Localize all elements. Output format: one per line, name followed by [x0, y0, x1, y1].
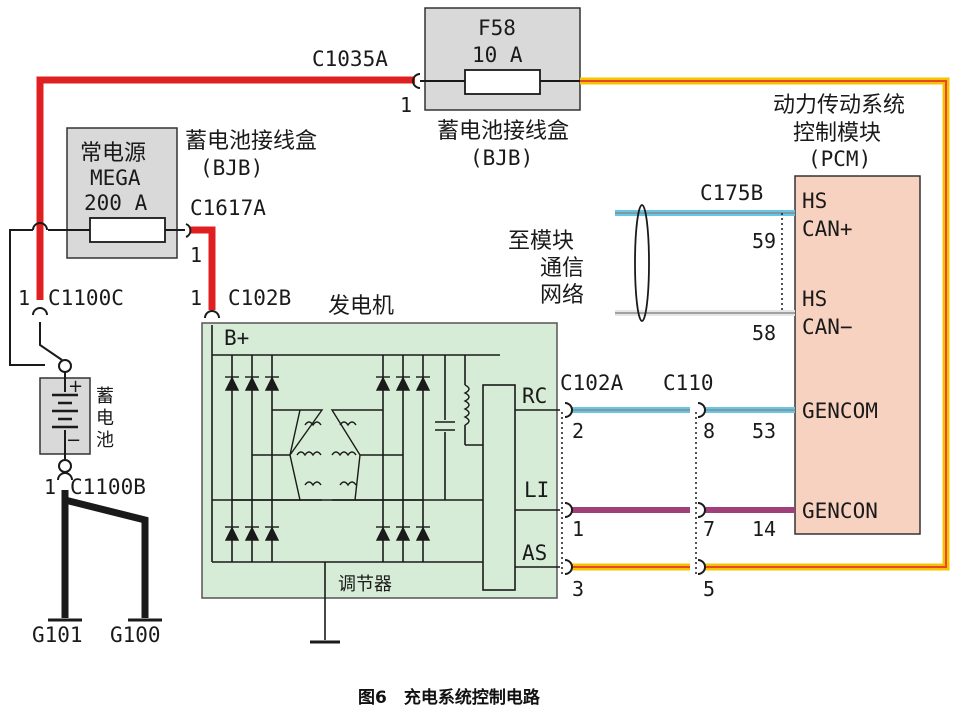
pcm-box	[794, 175, 921, 535]
battery-power-wire	[36, 76, 415, 300]
battery-terminal-plus	[58, 359, 72, 373]
generator-bplus-wire	[190, 226, 216, 310]
c102a-label: C102A	[560, 371, 624, 395]
c110-pin-as: 5	[703, 577, 715, 601]
mega-fuse-type: MEGA	[90, 166, 141, 190]
pcm-signal-can-plus-1: HS	[802, 189, 827, 213]
generator-pin-li: LI	[524, 478, 549, 502]
c175b-label: C175B	[700, 181, 763, 205]
battery-minus-sign: −	[66, 430, 81, 451]
pcm-title-line2: 控制模块	[793, 121, 881, 146]
field-coil	[463, 384, 470, 426]
bjb-abbr-top: (BJB)	[470, 146, 533, 170]
c102a-pin-as: 3	[572, 577, 584, 601]
ground-g100-label: G100	[110, 623, 161, 647]
network-label-1: 至模块	[508, 229, 574, 254]
twisted-pair-icon	[634, 204, 650, 322]
wire-crossing-hop	[32, 222, 48, 231]
bjb-label-top: 蓄电池接线盒	[437, 119, 569, 144]
bjb-abbr-mid: (BJB)	[200, 156, 263, 180]
ground-strap-g100	[64, 496, 149, 618]
c110-pin-rc: 8	[703, 419, 715, 443]
c110-label: C110	[663, 371, 714, 395]
generator-pin-as: AS	[522, 541, 547, 565]
c110-pin-li: 7	[703, 517, 715, 541]
regulator-block	[482, 384, 516, 591]
c1035a-pin: 1	[400, 93, 412, 117]
pcm-pin-53: 53	[752, 419, 776, 443]
network-label-2: 通信	[540, 256, 584, 281]
pcm-signal-gencon: GENCON	[802, 499, 878, 523]
generator-label: 发电机	[328, 294, 394, 319]
bjb-label-mid: 蓄电池接线盒	[185, 129, 317, 154]
c1617a-pin: 1	[190, 243, 202, 267]
c102b-label: C102B	[228, 286, 291, 310]
pcm-signal-can-plus-2: CAN+	[802, 217, 853, 241]
c1035a-label: C1035A	[312, 47, 388, 71]
mega-fuse-name: 常电源	[80, 141, 146, 166]
c1100c-pin: 1	[18, 286, 30, 310]
c1100b-label: C1100B	[70, 475, 146, 499]
rectifier-diodes	[224, 376, 431, 541]
battery-label-1: 蓄	[96, 386, 114, 407]
c1617a-label: C1617A	[190, 196, 266, 220]
battery-label-3: 池	[96, 430, 114, 451]
battery-label-2: 电	[96, 408, 114, 429]
pcm-signal-gencom: GENCOM	[802, 399, 878, 423]
c1100c-to-battery-wire	[39, 322, 63, 361]
c1100c-connector-icon	[32, 307, 48, 316]
c1035a-connector-icon	[412, 73, 421, 89]
fuse-f58-name: F58	[478, 16, 516, 40]
c110-connector-icons	[697, 402, 706, 575]
battery-thin-wire	[9, 229, 45, 366]
pcm-abbr: (PCM)	[808, 147, 871, 171]
battery-plus-sign: +	[68, 376, 83, 397]
c1100b-pin: 1	[44, 475, 56, 499]
ground-g101-label: G101	[32, 623, 83, 647]
mega-fuse-rating: 200 A	[84, 191, 148, 215]
c102a-pin-li: 1	[572, 517, 584, 541]
network-label-3: 网络	[540, 283, 584, 308]
c102b-connector-icon	[204, 310, 220, 319]
figure-caption: 图6 充电系统控制电路	[358, 687, 541, 708]
mega-fuse-element	[89, 217, 166, 243]
c1100c-label: C1100C	[48, 286, 124, 310]
pcm-pin-14: 14	[752, 517, 776, 541]
stator-winding-left	[289, 409, 324, 501]
fuse-f58-element	[464, 69, 541, 95]
generator-pin-rc: RC	[522, 384, 547, 408]
c1617a-connector-icon	[185, 223, 192, 238]
pcm-title-line1: 动力传动系统	[773, 93, 905, 118]
c102a-connector-icons	[564, 402, 573, 575]
c1100b-connector-icon	[57, 472, 73, 481]
battery-terminal-minus	[58, 459, 72, 473]
fuse-f58-rating: 10 A	[472, 43, 523, 67]
fuse-f58-to-pcm-wire-stripe	[580, 80, 947, 568]
c102a-pin-rc: 2	[572, 419, 584, 443]
generator-bplus-label: B+	[224, 326, 249, 350]
pcm-signal-can-minus-2: CAN−	[802, 315, 853, 339]
pcm-signal-can-minus-1: HS	[802, 287, 827, 311]
pcm-pin-58: 58	[752, 321, 776, 345]
regulator-label: 调节器	[338, 574, 392, 595]
pcm-pin-59: 59	[752, 229, 776, 253]
stator-winding-right	[330, 409, 361, 501]
c102b-pin: 1	[190, 286, 202, 310]
